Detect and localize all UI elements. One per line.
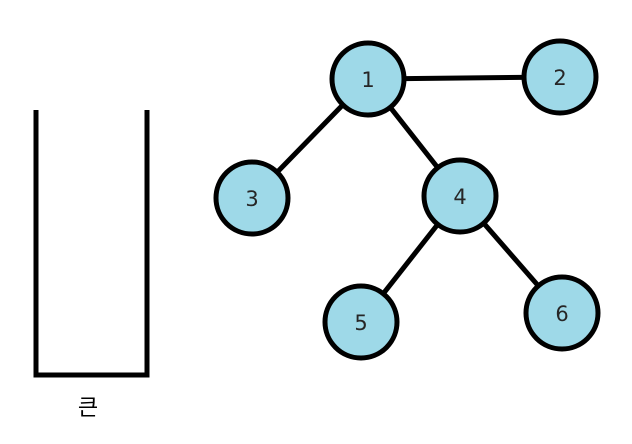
graph-node-1[interactable]: 1 xyxy=(329,40,407,118)
graph-node-label-2: 2 xyxy=(553,66,566,90)
queue-caption-label: 큰 xyxy=(78,396,98,421)
graph-node-circle-4[interactable] xyxy=(421,157,499,235)
queue-container xyxy=(33,110,150,378)
graph-node-circle-3[interactable] xyxy=(213,159,291,237)
graph-node-circle-5[interactable] xyxy=(322,283,400,361)
graph-node-label-5: 5 xyxy=(354,311,367,335)
graph-node-label-4: 4 xyxy=(453,185,466,209)
graph-node-circle-6[interactable] xyxy=(523,274,601,352)
graph-node-circle-2[interactable] xyxy=(521,38,599,116)
graph-node-circle-1[interactable] xyxy=(329,40,407,118)
graph-node-5[interactable]: 5 xyxy=(322,283,400,361)
graph-nodes: 1 2 3 4 5 6 xyxy=(213,38,601,361)
graph-node-2[interactable]: 2 xyxy=(521,38,599,116)
graph-node-4[interactable]: 4 xyxy=(421,157,499,235)
graph-node-label-1: 1 xyxy=(361,68,374,92)
graph-node-3[interactable]: 3 xyxy=(213,159,291,237)
graph-node-label-6: 6 xyxy=(555,302,568,326)
graph-node-label-3: 3 xyxy=(245,187,258,211)
graph-node-6[interactable]: 6 xyxy=(523,274,601,352)
